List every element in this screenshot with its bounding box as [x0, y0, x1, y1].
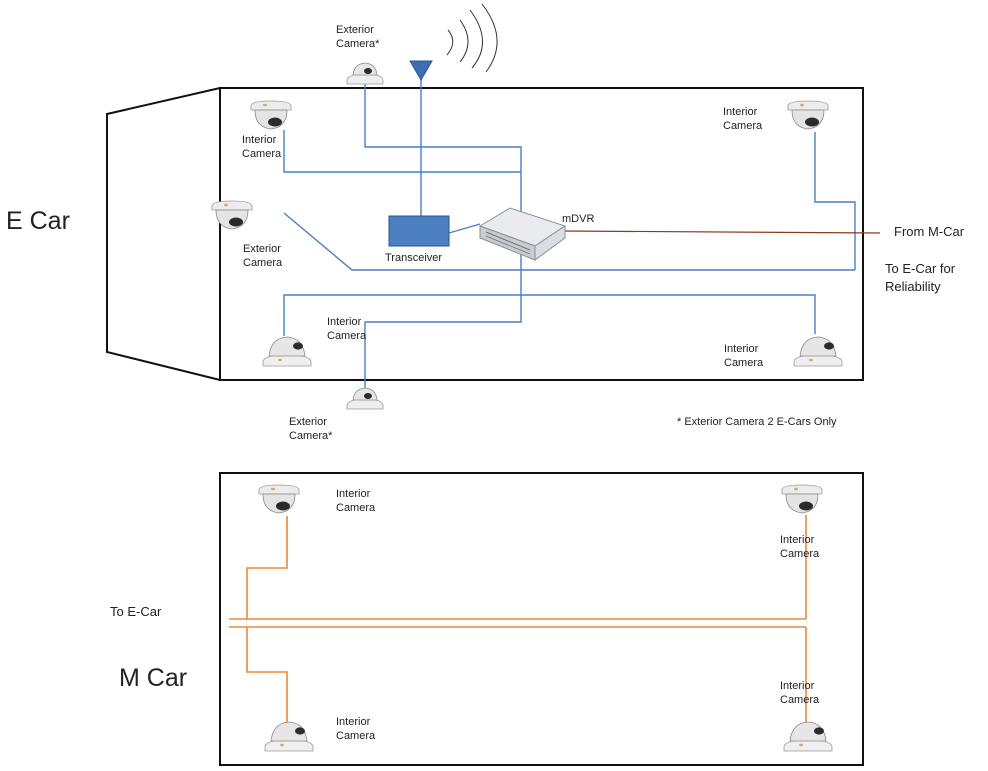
e-car-title: E Car	[6, 207, 70, 235]
interior-camera-icon	[258, 484, 300, 514]
transceiver-icon	[388, 215, 450, 247]
footnote: * Exterior Camera 2 E-Cars Only	[677, 416, 837, 428]
interior-camera-icon	[264, 721, 314, 752]
interior-camera-label: Interior Camera	[336, 488, 376, 514]
to-e-car-reliability-label: To E-Car for Reliability	[885, 261, 959, 294]
m-car-body	[219, 472, 864, 766]
from-m-car-link	[561, 230, 881, 234]
interior-camera-label: Interior Camera	[780, 680, 820, 706]
interior-camera-label: Interior Camera	[336, 716, 376, 742]
mdvr-icon	[478, 207, 567, 261]
interior-camera-icon	[793, 336, 843, 367]
e-car-cab	[106, 86, 221, 382]
antenna-icon	[409, 60, 433, 81]
e-car-cabling	[283, 72, 881, 392]
m-car-cabling	[229, 515, 807, 722]
interior-camera-label: Interior Camera	[780, 534, 820, 560]
interior-camera-icon	[783, 721, 833, 752]
exterior-camera-left-icon	[211, 200, 253, 230]
interior-camera-label: Interior Camera	[242, 134, 282, 160]
exterior-camera-top-label: Exterior Camera*	[336, 24, 380, 50]
interior-camera-label: Interior Camera	[724, 343, 764, 369]
e-car-section: E Car Transceiver	[6, 3, 965, 442]
interior-camera-label: Interior Camera	[327, 316, 367, 342]
exterior-camera-top-icon	[346, 62, 384, 85]
interior-camera-icon	[781, 484, 823, 514]
transceiver-label: Transceiver	[385, 252, 442, 264]
m-car-section: M Car Interior Camera Interior Camera In…	[110, 472, 864, 766]
exterior-camera-bottom-label: Exterior Camera*	[289, 416, 333, 442]
exterior-camera-bottom-icon	[346, 387, 384, 410]
to-e-car-label: To E-Car	[110, 604, 162, 619]
exterior-camera-left-label: Exterior Camera	[243, 243, 284, 269]
m-car-title: M Car	[119, 664, 187, 692]
interior-camera-label: Interior Camera	[723, 106, 763, 132]
interior-camera-icon	[787, 100, 829, 130]
wireless-signal-icon	[446, 3, 498, 73]
from-m-car-label: From M-Car	[894, 224, 965, 239]
interior-camera-icon	[250, 100, 292, 130]
interior-camera-icon	[262, 336, 312, 367]
mdvr-label: mDVR	[562, 213, 594, 225]
